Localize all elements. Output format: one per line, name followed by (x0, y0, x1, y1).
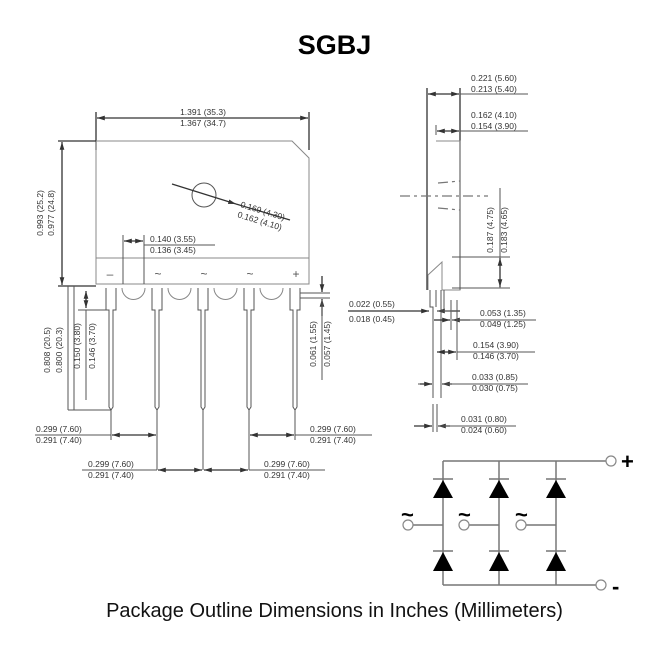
pin-mark-positive: + (292, 267, 299, 281)
dim-hole-height-min: 0.183 (4.65) (499, 207, 509, 253)
diode-icon (489, 478, 509, 498)
dim-pitch-inner-right-max: 0.299 (7.60) (264, 459, 310, 469)
dim-shoulder-max: 0.150 (3.80) (72, 323, 82, 369)
dim-lead-offset-min: 0.136 (3.45) (150, 245, 196, 255)
diode-icon (546, 478, 566, 498)
dim-lead-length-min: 0.800 (20.3) (54, 327, 64, 373)
negative-terminal-icon (595, 579, 607, 591)
dim-overall-length-max: 1.391 (35.3) (180, 107, 226, 117)
dim-inner-thickness-max: 0.162 (4.10) (471, 110, 517, 120)
dim-hole-height-max: 0.187 (4.75) (485, 207, 495, 253)
dim-lead-width-max: 0.033 (0.85) (472, 372, 518, 382)
dim-lead-tip-min: 0.024 (0.60) (461, 425, 507, 435)
dim-lead-step-length-min: 0.146 (3.70) (473, 351, 519, 361)
positive-terminal-icon (605, 455, 617, 467)
ac-label-3: ~ (515, 502, 528, 527)
dim-lead-thickness-min: 0.018 (0.45) (349, 314, 395, 324)
dim-pitch-outer-left-min: 0.291 (7.40) (36, 435, 82, 445)
mounting-hole (191, 182, 217, 208)
dim-overall-length-min: 1.367 (34.7) (180, 118, 226, 128)
dim-lead-step-max: 0.053 (1.35) (480, 308, 526, 318)
ac-label-2: ~ (458, 502, 471, 527)
dim-pitch-inner-left-max: 0.299 (7.60) (88, 459, 134, 469)
pin-mark-negative: – (107, 267, 114, 281)
diode-icon (546, 550, 566, 571)
negative-label: - (612, 574, 619, 599)
dim-lead-step-length-max: 0.154 (3.90) (473, 340, 519, 350)
ac-terminal-icon (402, 519, 414, 531)
diode-icon (433, 550, 453, 571)
ac-label-1: ~ (401, 502, 414, 527)
dim-thickness-max: 0.221 (5.60) (471, 73, 517, 83)
dim-pitch-outer-right-min: 0.291 (7.40) (310, 435, 356, 445)
pin-mark-ac-1: ~ (154, 267, 161, 281)
figure-caption: Package Outline Dimensions in Inches (Mi… (106, 600, 563, 622)
pin-mark-ac-3: ~ (246, 267, 253, 281)
dim-lead-tip-max: 0.031 (0.80) (461, 414, 507, 424)
ac-terminal-icon (458, 519, 470, 531)
dim-pitch-outer-left-max: 0.299 (7.60) (36, 424, 82, 434)
pin-mark-ac-2: ~ (200, 267, 207, 281)
side-view: 0.221 (5.60) 0.213 (5.40) 0.162 (4.10) 0… (348, 73, 536, 435)
dim-shoulder-width-min: 0.057 (1.45) (322, 321, 332, 367)
dim-pitch-inner-left-min: 0.291 (7.40) (88, 470, 134, 480)
dim-lead-width-min: 0.030 (0.75) (472, 383, 518, 393)
dim-pitch-outer-right-max: 0.299 (7.60) (310, 424, 356, 434)
positive-label: + (621, 449, 634, 474)
dim-lead-length-max: 0.808 (20.5) (42, 327, 52, 373)
dim-shoulder-min: 0.146 (3.70) (87, 323, 97, 369)
dim-body-height-min: 0.977 (24.8) (46, 190, 56, 236)
bridge-rectifier-schematic: + - (401, 449, 634, 599)
dim-pitch-inner-right-min: 0.291 (7.40) (264, 470, 310, 480)
diode-icon (433, 478, 453, 498)
front-view: 1.391 (35.3) 1.367 (34.7) 0.993 (25.2) 0… (35, 107, 372, 480)
dim-inner-thickness-min: 0.154 (3.90) (471, 121, 517, 131)
ac-terminal-icon (515, 519, 527, 531)
dim-thickness-min: 0.213 (5.40) (471, 84, 517, 94)
dim-body-height-max: 0.993 (25.2) (35, 190, 45, 236)
dim-lead-thickness-max: 0.022 (0.55) (349, 299, 395, 309)
dim-lead-offset-max: 0.140 (3.55) (150, 234, 196, 244)
dim-lead-step-min: 0.049 (1.25) (480, 319, 526, 329)
leads (105, 288, 301, 411)
page-title: SGBJ (297, 30, 372, 60)
dim-shoulder-width-max: 0.061 (1.55) (308, 321, 318, 367)
diode-icon (489, 550, 509, 571)
